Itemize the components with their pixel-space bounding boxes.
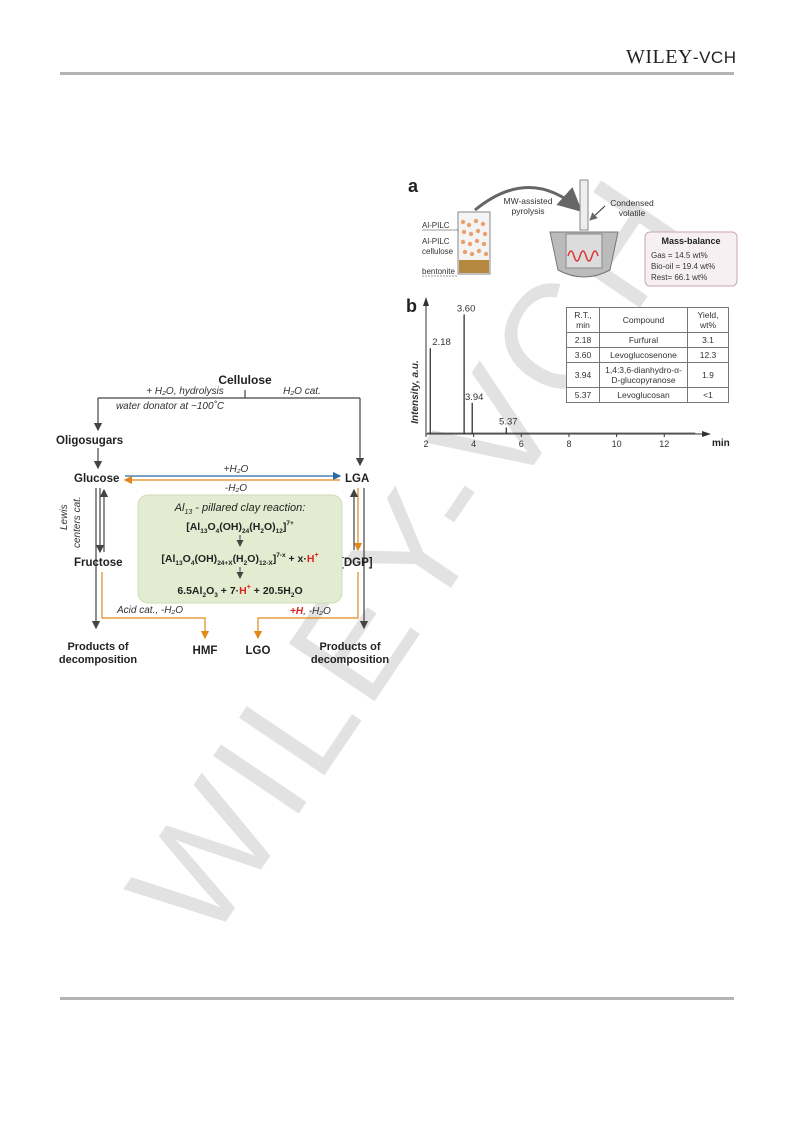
peak-label: 5.37 bbox=[499, 417, 518, 428]
table-row: 2.18 Furfural 3.1 bbox=[566, 332, 729, 348]
fructose-label: Fructose bbox=[74, 557, 123, 569]
table-header-row: R.T., min Compound Yield, wt% bbox=[566, 307, 729, 333]
acid-cat-label: Acid cat., -H₂O bbox=[116, 605, 183, 616]
lewis-centers-label: centers cat. bbox=[72, 496, 83, 548]
table-row: 3.60 Levoglucosenone 12.3 bbox=[566, 347, 729, 363]
lgo-label: LGO bbox=[246, 645, 271, 657]
water-donator-label: water donator at ~100˚C bbox=[116, 400, 225, 412]
plus-h2o-label: +H₂O bbox=[224, 464, 249, 475]
y-axis-label: Intensity, a.u. bbox=[410, 360, 421, 424]
table-cell: Levoglucosenone bbox=[599, 347, 688, 363]
dgp-label: [DGP] bbox=[340, 557, 373, 569]
peak-label: 2.18 bbox=[432, 337, 451, 348]
table-cell: 1,4:3,6-dianhydro-α-D-glucopyranose bbox=[599, 362, 688, 388]
decomp-left-1: Products of bbox=[67, 641, 128, 653]
x-tick-label: 8 bbox=[566, 439, 571, 449]
h-plus-label: +H, -H₂O bbox=[290, 606, 331, 617]
reaction-line-1: [Al13O4(OH)24(H2O)12]7+ bbox=[186, 520, 294, 535]
clay-reaction-box bbox=[137, 494, 343, 604]
condensed-label-2: volatile bbox=[619, 208, 646, 218]
bentonite-legend: bentonite bbox=[422, 267, 455, 276]
table-header: Yield, wt% bbox=[687, 307, 729, 333]
h2o-cat-label: H₂O cat. bbox=[283, 386, 321, 397]
yield-table: R.T., min Compound Yield, wt% 2.18 Furfu… bbox=[566, 307, 729, 403]
condenser bbox=[579, 179, 589, 231]
oligosugars-label: Oligosugars bbox=[56, 435, 123, 447]
table-header: Compound bbox=[599, 307, 688, 333]
rest-value: Rest= 66.1 wt% bbox=[651, 273, 707, 282]
hydrolysis-label: + H₂O, hydrolysis bbox=[146, 386, 223, 397]
x-axis-label: min bbox=[712, 438, 730, 449]
header-rule bbox=[60, 72, 734, 75]
decomp-left-2: decomposition bbox=[59, 654, 138, 666]
table-cell: 1.9 bbox=[687, 362, 729, 388]
x-tick-label: 4 bbox=[471, 439, 476, 449]
table-header: R.T., min bbox=[566, 307, 600, 333]
x-tick-label: 6 bbox=[519, 439, 524, 449]
mass-balance-title: Mass-balance bbox=[661, 236, 720, 246]
decomp-right-1: Products of bbox=[319, 641, 380, 653]
gas-value: Gas = 14.5 wt% bbox=[651, 251, 708, 260]
table-cell: Furfural bbox=[599, 332, 688, 348]
panel-a-label: a bbox=[408, 176, 419, 196]
decomp-right-2: decomposition bbox=[311, 654, 390, 666]
glucose-label: Glucose bbox=[74, 473, 119, 485]
mass-balance-box bbox=[644, 231, 738, 287]
table-cell: 3.94 bbox=[566, 362, 600, 388]
reaction-line-3: 6.5Al2O3 + 7·H+ + 20.5H2O bbox=[177, 584, 302, 599]
biooil-value: Bio-oil = 19.4 wt% bbox=[651, 262, 715, 271]
lga-label: LGA bbox=[345, 473, 369, 485]
reaction-line-2: [Al13O4(OH)24+X(H2O)12-X]7-x + x·H+ bbox=[161, 552, 318, 567]
table-cell: <1 bbox=[687, 387, 729, 403]
table-cell: 3.60 bbox=[566, 347, 600, 363]
minus-h2o-label: -H₂O bbox=[225, 483, 247, 494]
panel-a: a Al-PILC Al-PILC cellulose bentonite MW… bbox=[408, 176, 738, 287]
reaction-scheme: Cellulose + H₂O, hydrolysis water donato… bbox=[56, 373, 390, 666]
lewis-label: Lewis bbox=[59, 504, 70, 530]
table-cell: 12.3 bbox=[687, 347, 729, 363]
alpilc-label-1: Al-PILC bbox=[422, 221, 450, 230]
table-row: 3.94 1,4:3,6-dianhydro-α-D-glucopyranose… bbox=[566, 362, 729, 388]
table-cell: Levoglucosan bbox=[599, 387, 688, 403]
table-cell: 2.18 bbox=[566, 332, 600, 348]
cellulose-label: Cellulose bbox=[218, 373, 272, 387]
x-tick-label: 12 bbox=[659, 439, 669, 449]
mw-label-2: pyrolysis bbox=[511, 206, 544, 216]
peak-label: 3.60 bbox=[457, 303, 476, 314]
publisher-logo: WILEY-VCH bbox=[626, 46, 737, 68]
table-cell: 3.1 bbox=[687, 332, 729, 348]
footer-rule bbox=[60, 997, 734, 1000]
cellulose-legend: cellulose bbox=[422, 247, 454, 256]
peak-label: 3.94 bbox=[465, 392, 484, 403]
mw-label-1: MW-assisted bbox=[504, 196, 553, 206]
table-row: 5.37 Levoglucosan <1 bbox=[566, 387, 729, 403]
table-cell: 5.37 bbox=[566, 387, 600, 403]
x-tick-label: 10 bbox=[612, 439, 622, 449]
x-tick-label: 2 bbox=[423, 439, 428, 449]
alpilc-label-2: Al-PILC bbox=[422, 237, 450, 246]
condensed-label-1: Condensed bbox=[610, 198, 654, 208]
hmf-label: HMF bbox=[193, 645, 218, 657]
panel-b-label: b bbox=[406, 296, 417, 316]
clay-reaction-title: Al13 - pillared clay reaction: bbox=[174, 502, 306, 516]
